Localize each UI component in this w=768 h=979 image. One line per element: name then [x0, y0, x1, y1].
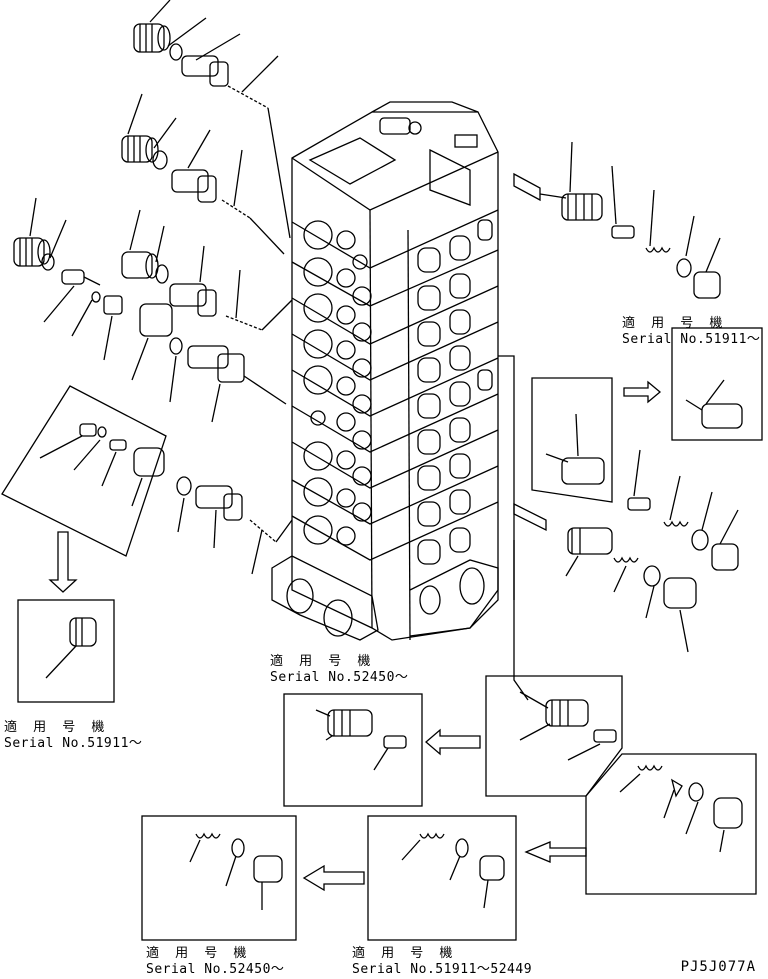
serial-label-left: 適 用 号 機 Serial No.51911〜 — [4, 720, 142, 752]
inset-box-51911-52449 — [302, 815, 517, 941]
applicable-model-label: 適 用 号 機 — [622, 316, 729, 331]
left-parts-row-1 — [133, 0, 279, 109]
control-valve-block — [271, 101, 499, 641]
inset-box-52450-upper — [283, 693, 481, 807]
applicable-model-label: 適 用 号 機 — [270, 654, 377, 669]
left-face-ports — [303, 220, 372, 546]
serial-label-bottom-left: 適 用 号 機 Serial No.52450〜 — [146, 946, 284, 978]
inlet-block — [271, 555, 499, 641]
serial-number-text: Serial No.52450〜 — [270, 670, 409, 685]
serial-number-text: Serial No.51911〜 — [4, 736, 143, 751]
serial-number-text: Serial No.51911〜 — [622, 332, 761, 347]
right-face-ports — [417, 219, 493, 565]
serial-number-text: Serial No.51911〜52449 — [352, 962, 533, 977]
left-bottom-box — [17, 599, 115, 703]
right-parts-row-mid — [627, 449, 739, 571]
serial-label-right-top: 適 用 号 機 Serial No.51911〜 — [622, 316, 760, 348]
left-inset-box — [1, 385, 277, 575]
left-parts-row-3 — [13, 197, 263, 381]
left-parts-row-4 — [169, 337, 245, 423]
applicable-model-label: 適 用 号 機 — [146, 946, 253, 961]
leader-lines — [243, 107, 529, 701]
right-inset-box-mid — [531, 377, 613, 503]
inset-box-52450-lower — [141, 815, 297, 941]
serial-number-text: Serial No.52450〜 — [146, 962, 285, 977]
left-parts-row-2 — [121, 93, 251, 219]
inset-box-right — [524, 753, 757, 895]
inset-box-center-right — [485, 675, 623, 797]
drawing-code: PJ5J077A — [680, 959, 756, 975]
down-arrow-left — [48, 531, 78, 593]
applicable-model-label: 適 用 号 機 — [352, 946, 459, 961]
right-spool-assembly-top — [513, 141, 721, 299]
right-spool-assembly-bottom — [513, 502, 697, 653]
serial-label-center: 適 用 号 機 Serial No.52450〜 — [270, 654, 408, 686]
valve-sections — [291, 209, 499, 561]
serial-label-bottom-center: 適 用 号 機 Serial No.51911〜52449 — [352, 946, 532, 978]
right-inset-box-top — [623, 327, 763, 441]
applicable-model-label: 適 用 号 機 — [4, 720, 111, 735]
